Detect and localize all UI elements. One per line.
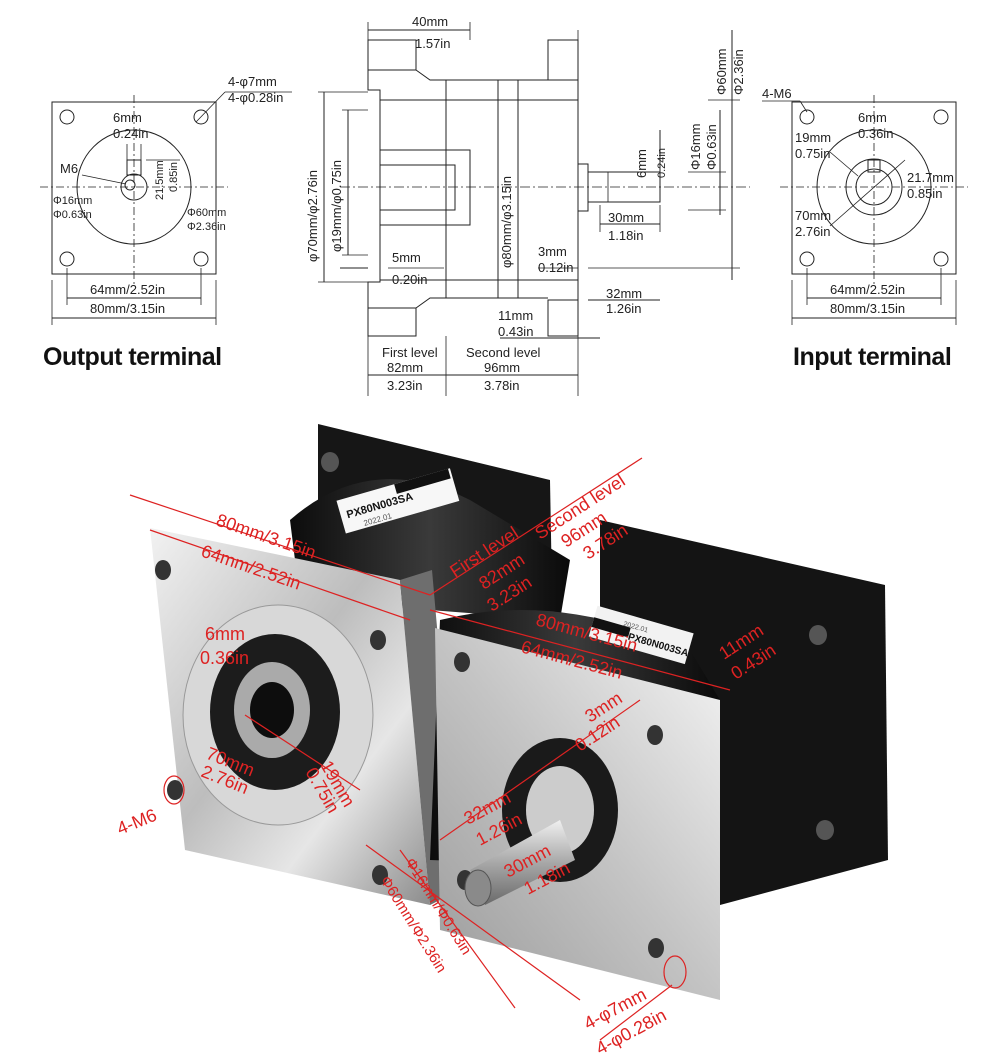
second-mm-label: 96mm [484,360,520,375]
pilot-h-in-label: 0.12in [538,260,573,275]
center-thread [124,179,136,191]
output-terminal-view: 4-φ7mm 4-φ0.28in 6mm 0.24in M6 Φ16mm Φ0.… [40,74,292,371]
pcd-in-label: 2.76in [795,224,830,239]
pilot-in-label: Φ2.36in [731,49,746,95]
rear-label: PX80N003SA 2022.01 [336,468,460,534]
side-section-view: 40mm 1.57in φ70mm/φ2.76in φ19mm/φ0.75in … [305,14,750,396]
second-level-label: Second level [466,345,541,360]
shaft-len-in-label: 1.26in [606,301,641,316]
length-in-label: 1.57in [415,36,450,51]
output-terminal-title: Output terminal [43,343,222,371]
shaft-len-mm-label: 32mm [606,286,642,301]
mount-hole [59,251,75,267]
key-in-label: 0.24in [656,148,668,178]
mount-hole [193,251,209,267]
flange-t-in-label: 0.43in [498,324,533,339]
shaft-dia-mm-label: Φ16mm [688,124,703,171]
mount-hole [799,251,815,267]
front-label: PX80N003SA 2022.01 [588,605,694,665]
key-mm-label: 6mm [858,110,887,125]
shaft-in-label: Φ0.63in [53,209,92,221]
key-height-mm-label: 21.5mm [154,160,166,200]
first-level-label: First level [382,345,438,360]
shaft-dia-in-label: Φ0.63in [704,124,719,170]
ann-thread: 4-M6 [114,805,160,839]
first-in-label: 3.23in [387,378,422,393]
mount-hole [799,109,815,125]
key-in-label: 0.24in [113,126,148,141]
mount-hole [59,109,75,125]
pcd-label: 64mm/2.52in [830,282,905,297]
pcd-mm-label: 70mm [795,208,831,223]
input-terminal-title: Input terminal [793,343,951,371]
keyh-in-label: 0.85in [907,186,942,201]
first-mm-label: 82mm [387,360,423,375]
key-in-label: 0.36in [858,126,893,141]
mount-hole [193,109,209,125]
mount-hole [933,251,949,267]
pilot-mm-label: Φ60mm [714,49,729,96]
step-mm-label: 5mm [392,250,421,265]
second-in-label: 3.78in [484,378,519,393]
key-len-mm-label: 30mm [608,210,644,225]
key-mm-label: 6mm [634,149,649,178]
mount-hole [933,109,949,125]
pilot-mm-label: Φ60mm [187,207,226,219]
input-terminal-view: 4-M6 6mm 0.36in 19mm 0.75in 21.7mm 0.85i… [762,86,968,371]
hole-mm-label: 4-φ7mm [228,74,277,89]
hole-in-label: 4-φ0.28in [228,90,283,105]
key-len-in-label: 1.18in [608,228,643,243]
body-dia-label: φ80mm/φ3.15in [499,176,514,268]
output-shaft [470,820,575,905]
key-height-in-label: 0.85in [168,162,180,192]
ann-key-mm: 6mm [205,624,245,644]
ann-key-in: 0.36in [200,648,249,668]
pcd-dia-label: φ70mm/φ2.76in [305,170,320,262]
shaft-mm-label: Φ16mm [53,195,92,207]
step-in-label: 0.20in [392,272,427,287]
key-mm-label: 6mm [113,110,142,125]
product-photo: PX80N003SA 2022.01 PX80N003SA 2022.01 80… [114,424,888,1059]
pcd-label: 64mm/2.52in [90,282,165,297]
flange-t-mm-label: 11mm [498,308,533,323]
bore-in-label: 0.75in [795,146,830,161]
bore-mm-label: 19mm [795,130,831,145]
thread-label: M6 [60,161,78,176]
length-mm-label: 40mm [412,14,448,29]
flange-label: 80mm/3.15in [90,301,165,316]
thread-label: 4-M6 [762,86,792,101]
pilot-h-mm-label: 3mm [538,244,567,259]
flange-label: 80mm/3.15in [830,301,905,316]
keyh-mm-label: 21.7mm [907,170,954,185]
bore-dia-label: φ19mm/φ0.75in [329,160,344,252]
pilot-in-label: Φ2.36in [187,221,226,233]
